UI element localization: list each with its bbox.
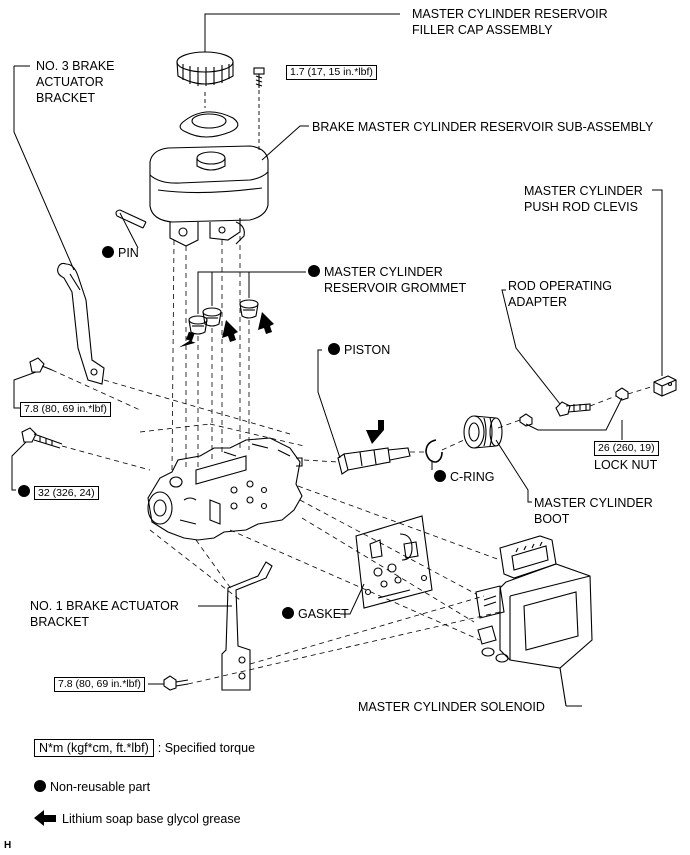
legend-non-reusable: Non-reusable part <box>34 779 150 795</box>
boot-part <box>463 415 503 449</box>
torque-lock-nut: 26 (260, 19) <box>594 441 659 456</box>
no3-bracket-part <box>57 262 105 385</box>
bracket3-bolt-part <box>29 357 53 373</box>
label-c-ring: C-RING <box>434 469 494 485</box>
grease-arrows <box>178 312 384 444</box>
non-reusable-icon <box>328 343 340 355</box>
piston-part <box>337 447 411 475</box>
bracket1-bolt-part <box>163 675 189 691</box>
reservoir-part <box>149 145 269 247</box>
filler-cap-part <box>176 51 234 86</box>
long-bolt-part <box>21 427 63 449</box>
pin-part <box>115 209 147 229</box>
gasket-part <box>355 515 433 609</box>
non-reusable-icon <box>18 485 30 497</box>
non-reusable-icon <box>34 780 46 792</box>
torque-screw: 1.7 (17, 15 in.*lbf) <box>286 65 377 80</box>
non-reusable-icon <box>308 265 320 277</box>
non-reusable-icon <box>102 246 114 258</box>
label-piston: PISTON <box>328 342 390 358</box>
solenoid-part <box>475 535 593 707</box>
push-rod-clevis-part <box>653 375 677 397</box>
no1-bracket-part <box>221 561 273 691</box>
reservoir-screw-part <box>253 67 265 88</box>
label-grommet: MASTER CYLINDER RESERVOIR GROMMET <box>308 264 466 296</box>
legend-grease-arrow <box>34 810 56 826</box>
legend-torque-box: N*m (kgf*cm, ft.*lbf) <box>34 739 154 757</box>
non-reusable-icon <box>282 607 294 619</box>
alignment-lines <box>51 236 655 685</box>
legend-grease: Lithium soap base glycol grease <box>62 812 241 826</box>
torque-bracket3-bolt: 7.8 (80, 69 in.*lbf) <box>20 402 111 417</box>
label-lock-nut: LOCK NUT <box>594 458 658 472</box>
label-long-bolt-torque: 32 (326, 24) <box>18 484 99 500</box>
label-gasket: GASKET <box>282 606 349 622</box>
grommet-parts <box>188 299 259 335</box>
label-reservoir-sub: BRAKE MASTER CYLINDER RESERVOIR SUB-ASSE… <box>312 120 654 134</box>
label-solenoid: MASTER CYLINDER SOLENOID <box>358 700 545 714</box>
cap-gasket-part <box>179 111 239 138</box>
label-pin: PIN <box>102 245 139 261</box>
legend-torque: N*m (kgf*cm, ft.*lbf): Specified torque <box>34 739 255 757</box>
c-ring-part <box>425 439 443 463</box>
non-reusable-icon <box>434 470 446 482</box>
master-cylinder-body <box>147 437 303 541</box>
corner-code: H <box>4 840 12 851</box>
rod-adapter-part <box>555 401 591 417</box>
torque-bracket1-bolt: 7.8 (80, 69 in.*lbf) <box>54 677 145 692</box>
